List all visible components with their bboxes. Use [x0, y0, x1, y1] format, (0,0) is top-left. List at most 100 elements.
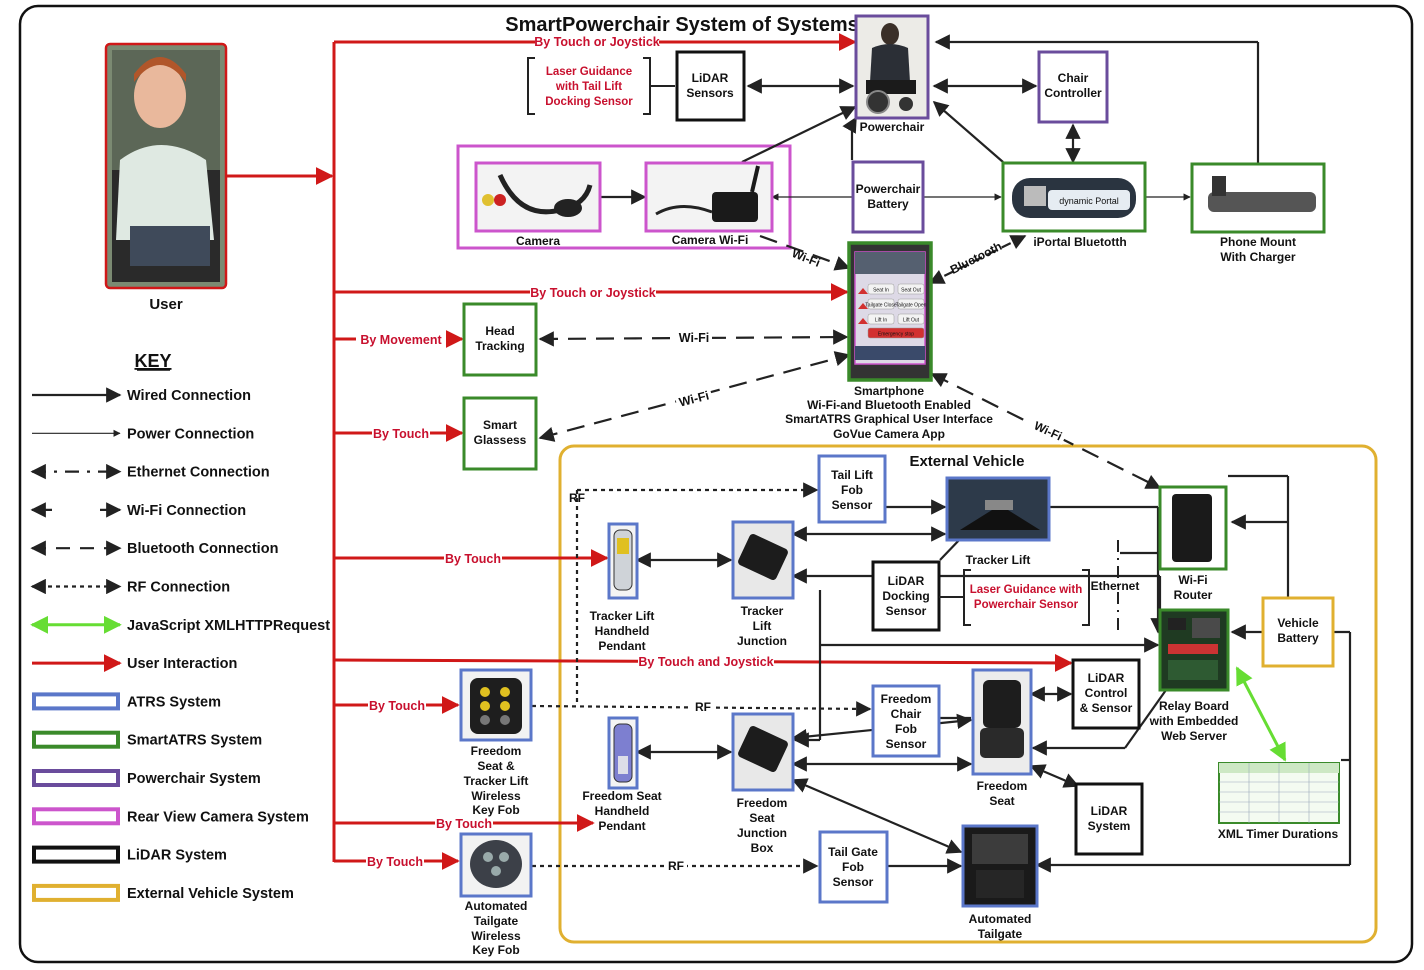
head-tracking-box: Head Tracking: [462, 302, 538, 377]
key-label-lidar-box: LiDAR System: [127, 848, 227, 864]
automated-tailgate-node: Automated Tailgate: [961, 824, 1039, 941]
key-label-xmlhttp: JavaScript XMLHTTPRequest: [127, 618, 330, 634]
key-item-powerchair-box: Powerchair System: [32, 769, 261, 787]
vehicle-battery-box: Vehicle Battery: [1261, 596, 1335, 668]
freedom-keyfob-line5: Key Fob: [472, 803, 519, 817]
key-item-wifi: Wi-Fi Connection: [30, 502, 246, 519]
powerchair-battery-line2: Battery: [867, 197, 909, 211]
key-label-bluetooth: Bluetooth Connection: [127, 541, 278, 557]
key-swatch-vehicle-box: [32, 883, 120, 902]
label-by-touch-keyfob: By Touch: [369, 699, 425, 713]
phone-button-bg: [897, 298, 925, 310]
freedom-junction-line1: Freedom: [737, 796, 788, 810]
wifi-router-node: Wi-Fi Router: [1158, 485, 1228, 602]
tail-lift-fob-sensor-box: Tail Lift Fob Sensor: [817, 454, 887, 524]
key-item-camera-box: Rear View Camera System: [32, 807, 309, 826]
lidar-docking-line2: Docking: [882, 589, 929, 603]
label-ethernet: Ethernet: [1091, 579, 1140, 593]
laser-guidance-powerchair: Laser Guidance with Powerchair Sensor: [939, 569, 1090, 626]
tracker-lift-junction-line3: Junction: [737, 634, 787, 648]
phone-mount-node: Phone Mount With Charger: [1190, 162, 1326, 264]
lidar-control-line1: LiDAR: [1088, 671, 1125, 685]
label-by-touch-freedom-pendant: By Touch: [436, 817, 492, 831]
key-label-smartatrs-box: SmartATRS System: [127, 733, 262, 749]
tracker-lift-junction-line1: Tracker: [741, 604, 784, 618]
tailgate-keyfob-line2: Tailgate: [474, 914, 519, 928]
label-by-touch-and-joystick: By Touch and Joystick: [638, 655, 773, 669]
label-by-touch-glasses: By Touch: [373, 427, 429, 441]
xmlhttp-connection: [1235, 666, 1287, 762]
lidar-system-line1: LiDAR: [1091, 804, 1128, 818]
lidar-docking-sensor-box: LiDAR Docking Sensor: [871, 560, 941, 632]
key-item-xmlhttp: JavaScript XMLHTTPRequest: [30, 615, 330, 634]
phone-button-bg: [867, 298, 895, 310]
tracker-lift-junction-node: Tracker Lift Junction: [731, 520, 795, 648]
label-by-touch-or-joystick-phone: By Touch or Joystick: [530, 286, 656, 300]
freedom-junction-line3: Junction: [737, 826, 787, 840]
phone-button-label: Seat Out: [901, 288, 921, 294]
label-rf-bottom: RF: [668, 859, 684, 873]
label-wifi-head: Wi-Fi: [679, 331, 709, 345]
key-swatch-smartatrs-box: [32, 730, 120, 749]
laser-guidance-tail-lift: Laser Guidance with Tail Lift Docking Se…: [527, 57, 675, 115]
camera-wifi-label: Camera Wi-Fi: [672, 233, 749, 247]
lidar-sensors-box: LiDAR Sensors: [675, 50, 746, 122]
wifi-router-line1: Wi-Fi: [1178, 573, 1207, 587]
freedom-junction-line2: Seat: [749, 811, 774, 825]
tracker-lift-label: Tracker Lift: [966, 553, 1031, 567]
key-item-power: Power Connection: [32, 426, 254, 442]
freedom-seat-junction-node: Freedom Seat Junction Box: [731, 712, 795, 855]
relay-board-line3: Web Server: [1161, 729, 1227, 743]
laser-guidance-line3: Docking Sensor: [545, 96, 633, 108]
phone-home-icon: [858, 303, 868, 309]
key-label-atrs-box: ATRS System: [127, 694, 221, 710]
freedom-keyfob-line4: Wireless: [471, 789, 521, 803]
key-swatch-atrs-box: [32, 692, 120, 711]
external-vehicle-label: External Vehicle: [909, 453, 1024, 470]
tracker-lift-node: Tracker Lift: [945, 476, 1051, 567]
smart-glasses-line2: Glassess: [474, 433, 527, 447]
key-item-rf: RF Connection: [30, 578, 230, 596]
label-by-touch-pendant: By Touch: [445, 552, 501, 566]
vehicle-battery-line2: Battery: [1277, 631, 1319, 645]
laser-guidance-line1: Laser Guidance: [546, 66, 632, 78]
tailgate-fob-line3: Sensor: [833, 875, 874, 889]
key-item-smartatrs-box: SmartATRS System: [32, 730, 262, 749]
iportal-device-text: dynamic Portal: [1059, 196, 1119, 206]
label-by-touch-or-joystick-top: By Touch or Joystick: [534, 35, 660, 49]
key-item-vehicle-box: External Vehicle System: [32, 883, 294, 902]
relay-board-line1: Relay Board: [1159, 699, 1229, 713]
phone-button-label: Lift Out: [903, 318, 920, 324]
powerchair-battery-line1: Powerchair: [856, 182, 921, 196]
lidar-control-line2: Control: [1085, 686, 1128, 700]
tailgate-keyfob-node: Automated Tailgate Wireless Key Fob: [459, 832, 533, 957]
freedom-chair-fob-line4: Sensor: [886, 737, 927, 751]
user-label: User: [149, 296, 183, 313]
lidar-docking-line3: Sensor: [886, 604, 927, 618]
freedom-chair-fob-line1: Freedom: [881, 692, 932, 706]
smartphone-line4: GoVue Camera App: [833, 427, 945, 441]
freedom-keyfob-line1: Freedom: [471, 744, 522, 758]
key-label-wifi: Wi-Fi Connection: [127, 503, 246, 519]
chair-controller-box: Chair Controller: [1037, 50, 1109, 124]
head-tracking-line1: Head: [485, 324, 514, 338]
chair-controller-line1: Chair: [1058, 71, 1089, 85]
phone-button-bg: [897, 283, 925, 295]
key-label-rf: RF Connection: [127, 580, 230, 596]
laser-guidance-line2: with Tail Lift: [555, 81, 622, 93]
smartphone-line3: SmartATRS Graphical User Interface: [785, 412, 993, 426]
tracker-lift-pendant-node: Tracker Lift Handheld Pendant: [590, 522, 654, 653]
label-rf-mid: RF: [695, 700, 711, 714]
lidar-control-sensor-box: LiDAR Control & Sensor: [1071, 658, 1141, 730]
camera-node: Camera: [474, 161, 602, 248]
tail-gate-fob-sensor-box: Tail Gate Fob Sensor: [818, 830, 889, 904]
tracker-lift-junction-line2: Lift: [753, 619, 772, 633]
tailgate-keyfob-line3: Wireless: [471, 929, 521, 943]
user-node: User: [104, 42, 228, 313]
key-label-wired: Wired Connection: [127, 388, 251, 404]
key-item-interaction: User Interaction: [32, 654, 237, 673]
tailgate-keyfob-line1: Automated: [465, 899, 528, 913]
freedom-keyfob-line2: Seat &: [477, 759, 515, 773]
